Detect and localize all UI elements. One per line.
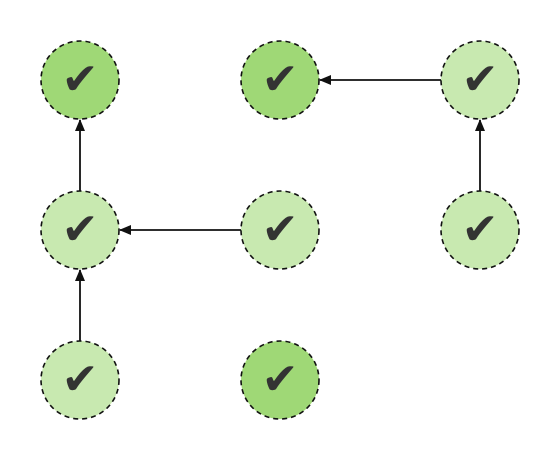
- nodes-layer: ✔ ✔ ✔ ✔ ✔ ✔ ✔ ✔: [40, 40, 520, 420]
- node-circle: [240, 190, 320, 270]
- node-circle: [40, 40, 120, 120]
- node-top-right[interactable]: ✔: [440, 40, 520, 120]
- checkmark-icon: ✔: [62, 204, 99, 255]
- node-circle: [240, 340, 320, 420]
- checkmark-icon: ✔: [262, 354, 299, 405]
- edges-layer: [75, 75, 485, 341]
- node-circle: [440, 190, 520, 270]
- node-circle: [40, 190, 120, 270]
- node-mid-right[interactable]: ✔: [440, 190, 520, 270]
- checkmark-icon: ✔: [262, 204, 299, 255]
- node-circle: [440, 40, 520, 120]
- node-top-middle[interactable]: ✔: [240, 40, 320, 120]
- checkmark-icon: ✔: [262, 54, 299, 105]
- checkmark-icon: ✔: [62, 54, 99, 105]
- node-mid-middle[interactable]: ✔: [240, 190, 320, 270]
- checkmark-icon: ✔: [462, 54, 499, 105]
- node-mid-left[interactable]: ✔: [40, 190, 120, 270]
- node-circle: [40, 340, 120, 420]
- node-circle: [240, 40, 320, 120]
- node-top-left[interactable]: ✔: [40, 40, 120, 120]
- node-bottom-left[interactable]: ✔: [40, 340, 120, 420]
- checkmark-icon: ✔: [62, 354, 99, 405]
- node-bottom-middle[interactable]: ✔: [240, 340, 320, 420]
- checkmark-icon: ✔: [462, 204, 499, 255]
